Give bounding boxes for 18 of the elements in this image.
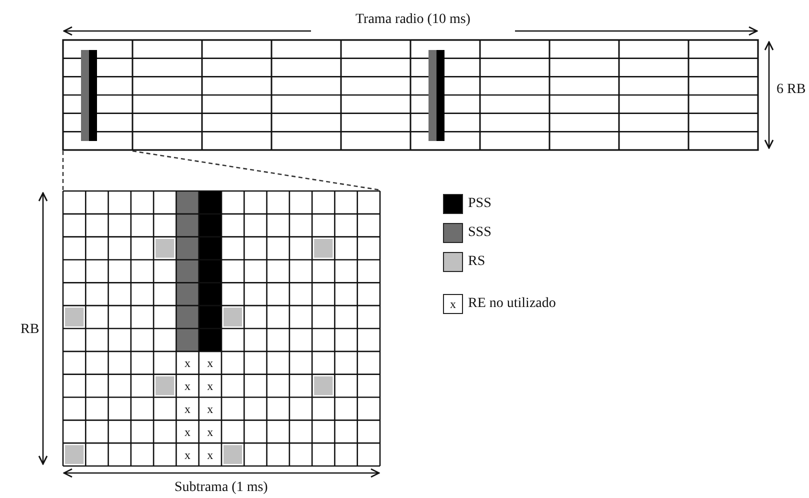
unused-mark: x (207, 424, 214, 440)
unused-mark: x (184, 424, 191, 440)
dimension-label: 6 RB (776, 82, 806, 98)
legend-label: SSS (468, 225, 492, 241)
unused-mark: x (450, 296, 456, 312)
dimension-label: Subtrama (1 ms) (174, 480, 268, 496)
unused-mark: x (184, 378, 191, 394)
unused-mark: x (207, 400, 214, 417)
unused-mark: x (207, 378, 214, 394)
unused-mark: x (207, 446, 214, 463)
legend-label: PSS (468, 196, 492, 212)
legend-label: RE no utilizado (468, 296, 556, 312)
dimension-label: RB (20, 322, 40, 338)
unused-mark: x (184, 446, 191, 463)
unused-mark: x (184, 354, 191, 371)
unused-mark: x (207, 354, 214, 371)
legend-label: RS (468, 254, 486, 270)
unused-mark: x (184, 400, 191, 417)
